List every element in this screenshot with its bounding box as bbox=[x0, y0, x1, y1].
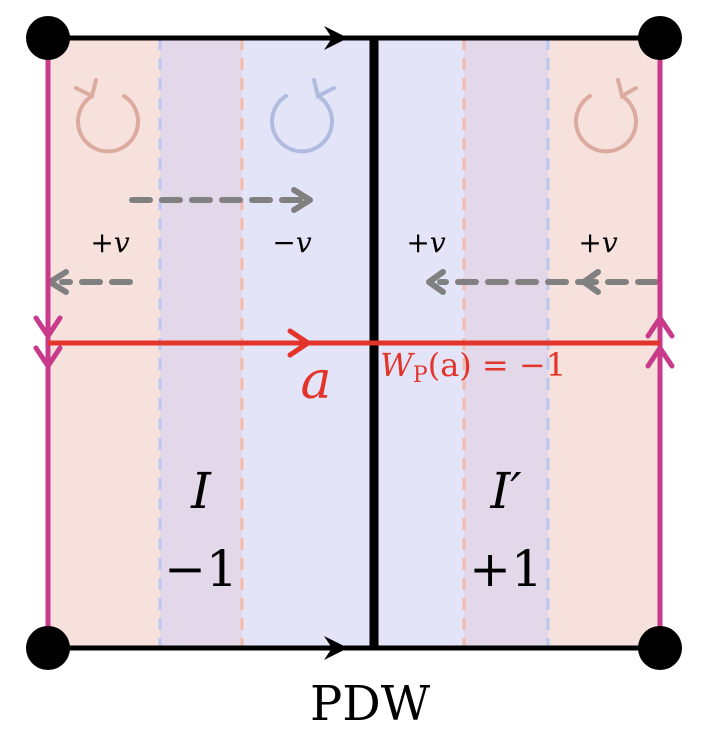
clockwise-rotation-icon bbox=[574, 78, 638, 154]
velocity-label: +v bbox=[406, 226, 445, 259]
winding-subscript: P bbox=[413, 363, 428, 388]
corner-dot-bottom-left bbox=[26, 626, 70, 670]
winding-symbol: W bbox=[380, 346, 416, 384]
velocity-label: +v bbox=[90, 226, 129, 259]
corner-dot-top-left bbox=[26, 16, 70, 60]
gray-arrow-right-head bbox=[291, 187, 313, 213]
gray-arrow-long-head-2 bbox=[581, 269, 601, 295]
gray-arrow-long-head-1 bbox=[426, 269, 446, 295]
winding-label: WP(a) = −1 bbox=[380, 346, 566, 388]
bottom-border-arrow-icon bbox=[324, 636, 348, 660]
velocity-label: −v bbox=[272, 226, 311, 259]
winding-argument: (a) = −1 bbox=[428, 346, 566, 384]
path-label: a bbox=[300, 351, 331, 411]
counterclockwise-rotation-icon bbox=[74, 78, 140, 154]
region-right-index: +1 bbox=[469, 540, 543, 598]
clockwise-rotation-icon bbox=[270, 78, 336, 154]
corner-dot-bottom-right bbox=[638, 626, 682, 670]
region-left-label: I bbox=[190, 462, 212, 520]
left-edge-arrows-icon bbox=[33, 315, 63, 369]
region-right-label: I′ bbox=[489, 462, 522, 520]
region-left-index: −1 bbox=[164, 540, 238, 598]
path-a-arrow-icon bbox=[287, 328, 311, 358]
top-border-arrow-icon bbox=[324, 26, 348, 50]
corner-dot-top-right bbox=[638, 16, 682, 60]
gray-arrows bbox=[47, 187, 659, 295]
pdw-label: PDW bbox=[310, 676, 431, 732]
right-edge-arrows-icon bbox=[645, 315, 675, 369]
velocity-label: +v bbox=[578, 226, 617, 259]
